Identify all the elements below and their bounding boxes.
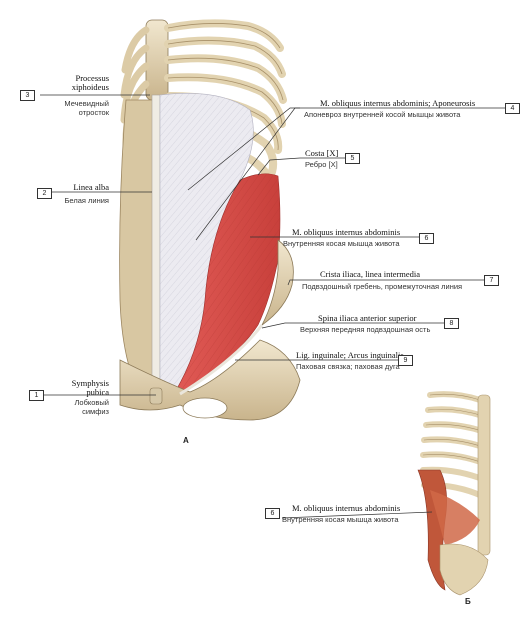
russian-label: Паховая связка; паховая дуга xyxy=(296,362,400,371)
russian-label: отросток xyxy=(78,108,109,117)
panel-letter-b: Б xyxy=(465,597,471,606)
number-box: 5 xyxy=(345,153,360,164)
russian-label: симфиз xyxy=(82,407,109,416)
symphysis xyxy=(149,387,163,405)
number-box: 2 xyxy=(37,188,52,199)
leader-lines xyxy=(40,94,505,396)
russian-label: Мечевидный xyxy=(64,99,109,108)
latin-label: pubica xyxy=(86,387,109,397)
latin-label: M. obliquus internus abdominis xyxy=(292,227,401,237)
inguinal-ligament xyxy=(179,324,264,396)
russian-label: Белая линия xyxy=(64,196,110,205)
number-box: 9 xyxy=(398,355,413,366)
number-box: 3 xyxy=(20,90,35,101)
panel-letter-a: A xyxy=(183,436,189,445)
russian-label: Внутренняя косая мышца живота xyxy=(283,239,400,248)
number-box: 6 xyxy=(419,233,434,244)
latin-label: xiphoideus xyxy=(71,82,109,92)
latin-label: Costa [X] xyxy=(305,148,339,158)
latin-label: M. obliquus internus abdominis; Aponeuro… xyxy=(320,98,476,108)
iliac-crest xyxy=(261,239,294,326)
russian-label: Внутренняя косая мышца живота xyxy=(282,515,399,524)
number-box: 8 xyxy=(444,318,459,329)
russian-label: Подвздошный гребень, промежуточная линия xyxy=(302,282,463,291)
number-box: 6 xyxy=(265,508,280,519)
latin-label: Processus xyxy=(75,73,109,83)
linea-alba xyxy=(151,94,161,396)
russian-label: Апоневроз внутренней косой мышцы живота xyxy=(304,110,461,119)
number-box: 4 xyxy=(505,103,520,114)
latin-label: Linea alba xyxy=(73,182,109,192)
russian-label: Ребро [X] xyxy=(305,160,338,169)
number-box: 7 xyxy=(484,275,499,286)
latin-label: Symphysis xyxy=(71,378,109,388)
latin-label: Lig. inguinale; Arcus inguinalis xyxy=(296,350,404,360)
latin-label: Crista iliaca, linea intermedia xyxy=(320,269,421,279)
left-flank xyxy=(119,99,157,396)
number-box: 1 xyxy=(29,390,44,401)
russian-label: Верхняя передняя подвздошная ость xyxy=(300,325,431,334)
latin-label: Spina iliaca anterior superior xyxy=(318,313,417,323)
latin-label: M. obliquus internus abdominis xyxy=(292,503,401,513)
russian-label: Лобковый xyxy=(74,398,110,407)
